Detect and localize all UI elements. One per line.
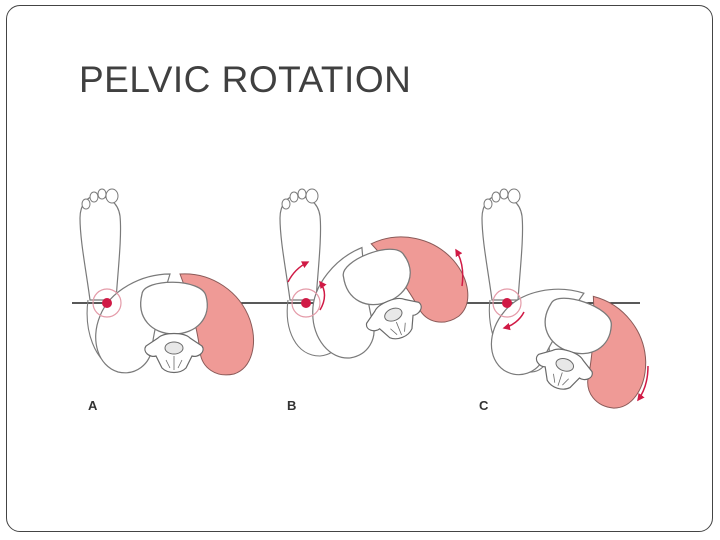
- rotation-arrow-c2: [637, 365, 649, 402]
- rotation-arrow-b3: [455, 248, 464, 287]
- hip-marker-c: [502, 298, 512, 308]
- panel-a: A: [79, 188, 255, 413]
- hip-marker-a: [102, 298, 112, 308]
- hip-ring-c: [492, 288, 522, 318]
- rotation-arrow-b2: [319, 280, 327, 311]
- panel-label-b: B: [287, 398, 296, 413]
- hip-marker-b: [301, 298, 311, 308]
- hip-ring-b: [291, 288, 321, 318]
- panel-label-c: C: [479, 398, 489, 413]
- panel-b: B: [279, 188, 478, 413]
- rotation-arrow-c1: [502, 311, 525, 331]
- slide-title: PELVIC ROTATION: [79, 59, 412, 100]
- panel-c: C: [479, 188, 664, 416]
- hip-ring-a: [92, 288, 122, 318]
- rotation-arrow-b1: [287, 261, 310, 283]
- panel-label-a: A: [88, 398, 98, 413]
